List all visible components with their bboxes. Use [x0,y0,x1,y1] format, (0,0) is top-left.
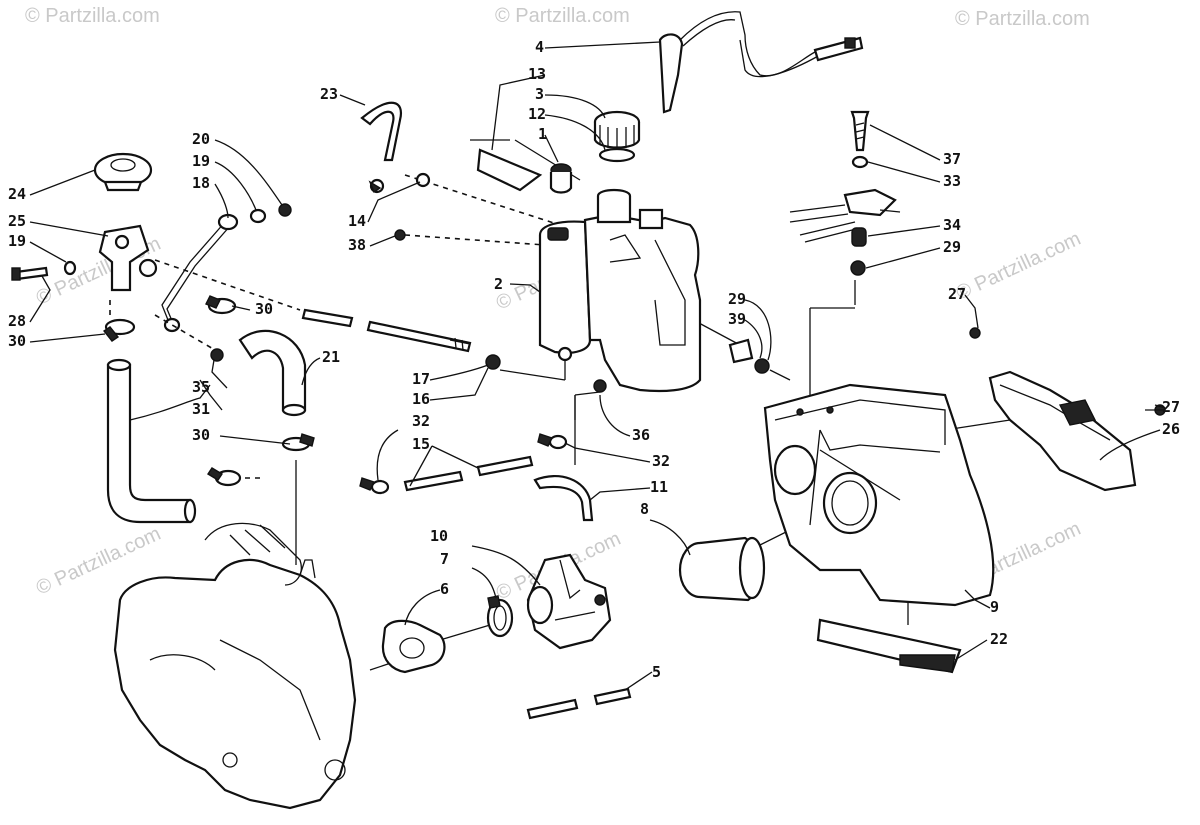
screw-27-top [969,327,981,339]
callout-32-right: 32 [652,452,670,470]
rod-18 [161,213,239,333]
watermark: © Partzilla.com [495,5,630,27]
washer-19-left [63,260,77,276]
callout-19-left: 19 [8,232,26,250]
callout-10: 10 [430,527,448,545]
callout-15: 15 [412,435,430,453]
hose-23 [360,101,403,162]
engine-block [113,522,357,810]
callout-25: 25 [8,212,26,230]
callout-29-right: 29 [943,238,961,256]
washer-33 [851,155,869,169]
fitting-14 [368,172,431,194]
callout-30-top: 30 [255,300,273,318]
tube-15 [403,455,534,492]
callout-23: 23 [320,85,338,103]
radiator-cap-24 [93,152,153,192]
callout-2: 2 [494,275,503,293]
callout-27-right: 27 [1162,398,1180,416]
watermark: © Partzilla.com [953,228,1084,305]
spacer-39 [728,338,770,374]
callout-4: 4 [535,38,544,56]
oil-tank-2 [538,188,702,393]
bolt-38 [394,229,406,241]
callout-26: 26 [1162,420,1180,438]
callout-19-right: 19 [192,152,210,170]
callout-17: 17 [412,370,430,388]
clamp-7 [486,595,514,638]
leader-lines [29,41,1166,691]
callout-1: 1 [538,125,547,143]
switch-assembly [789,188,901,243]
bracket-13 [476,148,543,192]
callout-11: 11 [650,478,668,496]
callout-8: 8 [640,500,649,518]
nut-29 [850,260,866,276]
callout-3: 3 [535,85,544,103]
callout-24: 24 [8,185,26,203]
callout-12: 12 [528,105,546,123]
callout-30-left: 30 [8,332,26,350]
callout-labels: 1 2 3 4 5 6 7 8 9 10 11 12 13 14 15 16 1… [8,38,1180,681]
callout-9: 9 [990,598,999,616]
nut-35 [210,348,224,362]
spacer-34 [851,227,867,247]
carburetor-10 [526,553,612,650]
callout-27-top: 27 [948,285,966,303]
watermark: © Partzilla.com [25,5,160,27]
bolt-28 [11,266,49,281]
callout-7: 7 [440,550,449,568]
callout-20: 20 [192,130,210,148]
filler-cap-3 [593,110,641,149]
clamp-32-right [537,433,568,450]
callout-21: 21 [322,348,340,366]
cap-1 [549,163,573,194]
air-silencer-9 [763,383,995,607]
hose-11 [533,475,594,522]
callout-36: 36 [632,426,650,444]
clamp-30-right [281,433,315,452]
callout-13: 13 [528,65,546,83]
callout-16: 16 [412,390,430,408]
callout-28: 28 [8,312,26,330]
cover-26 [988,370,1137,492]
callout-32-left: 32 [412,412,430,430]
callout-18: 18 [192,174,210,192]
callout-22: 22 [990,630,1008,648]
hose-21 [238,329,307,417]
watermark: © Partzilla.com [955,8,1090,30]
nut-16 [485,354,501,370]
intake-boot-8 [678,536,766,602]
callout-37: 37 [943,150,961,168]
callout-6: 6 [440,580,449,598]
callout-29-left: 29 [728,290,746,308]
clamp-32-left [359,477,390,495]
pad-22 [816,618,962,674]
gasket-12 [598,147,636,163]
callout-31: 31 [192,400,210,418]
filler-neck-25 [98,224,158,292]
clamp-30-lower [207,467,242,487]
nut-20 [278,203,292,217]
callout-35: 35 [192,378,210,396]
fitting-36 [574,379,607,420]
callout-39: 39 [728,310,746,328]
clamp-30-left [102,318,136,342]
callout-5: 5 [652,663,661,681]
screw-37 [850,110,870,152]
washer-19-right [249,208,267,224]
sensor-4 [658,11,864,114]
callout-14: 14 [348,212,366,230]
callout-33: 33 [943,172,961,190]
tube-5 [526,687,632,720]
rod-17 [301,308,472,353]
hose-31 [106,358,197,524]
clamp-30-top [205,295,237,315]
callout-34: 34 [943,216,961,234]
callout-30-lower: 30 [192,426,210,444]
callout-38: 38 [348,236,366,254]
flange-6 [381,619,446,674]
